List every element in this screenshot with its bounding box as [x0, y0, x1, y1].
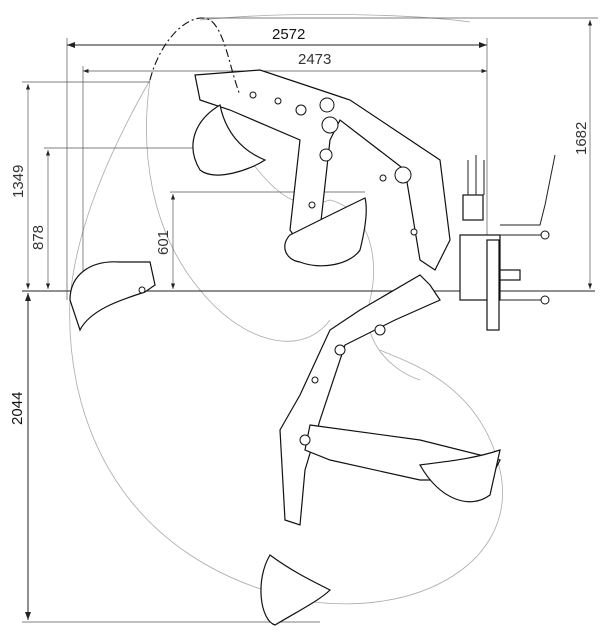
dimension-label: 878: [30, 225, 47, 250]
boom-lowered: [260, 274, 501, 626]
boom-raised: [194, 69, 451, 271]
dimension-label: 1349: [10, 165, 27, 198]
dimension-2473: 2473: [82, 51, 487, 300]
dimension-601: 601: [155, 191, 365, 289]
dimension-label: 601: [155, 230, 172, 255]
dimension-label: 2044: [9, 392, 26, 425]
mounting-frame: [459, 154, 556, 331]
dimension-label: 2473: [298, 51, 331, 68]
dimension-1682: 1682: [200, 17, 598, 289]
dimension-label: 2572: [272, 26, 305, 43]
dimension-1349: 1349: [10, 81, 150, 289]
buckets: [69, 17, 367, 332]
dimension-label: 1682: [573, 122, 590, 155]
